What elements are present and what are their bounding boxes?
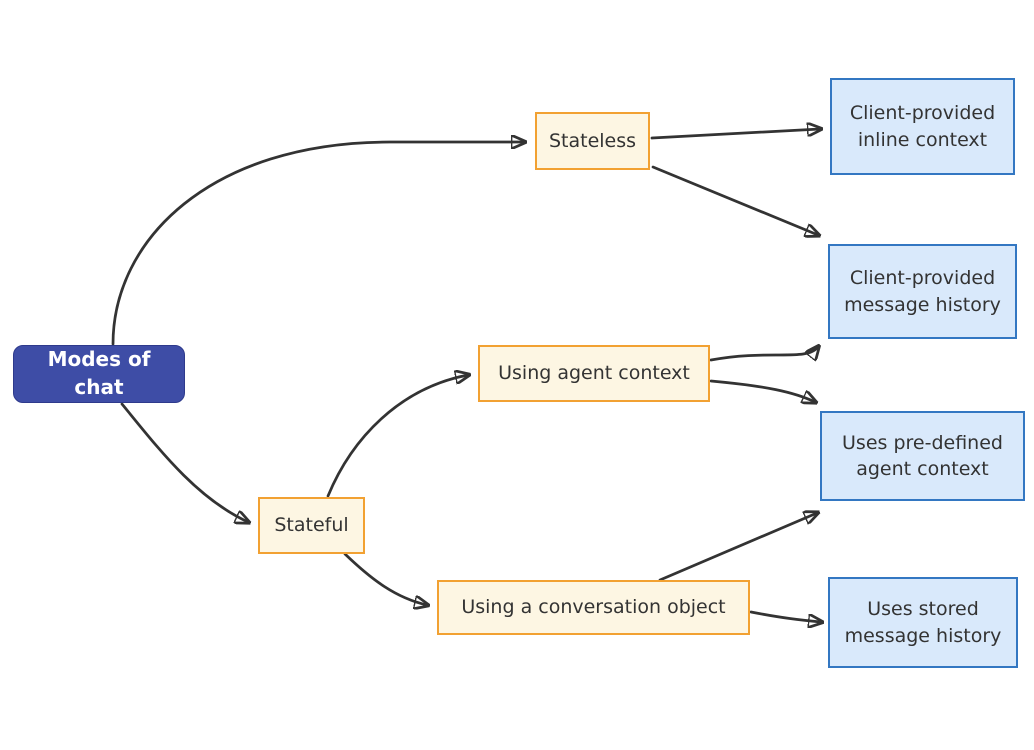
node-modes-of-chat: Modes of chat: [13, 345, 185, 403]
node-label: Using a conversation object: [461, 596, 726, 619]
node-using-agent-context: Using agent context: [478, 345, 710, 402]
edge-stateless-to-message-history: [651, 165, 818, 235]
node-label: Using agent context: [498, 362, 690, 385]
edge-stateful-to-agent-context: [326, 375, 468, 498]
edge-stateless-to-inline-context: [650, 129, 820, 140]
edge-root-to-stateful: [120, 402, 248, 522]
node-label: Stateful: [274, 514, 349, 537]
node-stateful: Stateful: [258, 497, 365, 554]
node-stateless: Stateless: [535, 112, 650, 170]
node-label: Client-provided inline context: [849, 102, 996, 151]
edge-conversation-object-to-stored-history: [749, 610, 821, 622]
node-client-inline-context: Client-provided inline context: [830, 78, 1015, 175]
edge-stateful-to-conversation-object: [343, 552, 427, 605]
node-label: Uses stored message history: [844, 598, 1002, 647]
node-client-message-history: Client-provided message history: [828, 244, 1017, 339]
edge-agent-context-to-predefined-context: [709, 379, 815, 402]
edge-conversation-object-to-predefined-context: [658, 513, 817, 582]
node-label: Modes of chat: [47, 347, 151, 399]
node-using-conversation-object: Using a conversation object: [437, 580, 750, 635]
node-label: Client-provided message history: [844, 267, 1001, 316]
node-predefined-agent-context: Uses pre-defined agent context: [820, 411, 1025, 501]
edge-root-to-stateless: [111, 142, 524, 346]
node-label: Uses pre-defined agent context: [842, 431, 1003, 480]
node-stored-message-history: Uses stored message history: [828, 577, 1018, 668]
node-label: Stateless: [548, 129, 637, 152]
edge-agent-context-to-message-history: [709, 347, 818, 360]
